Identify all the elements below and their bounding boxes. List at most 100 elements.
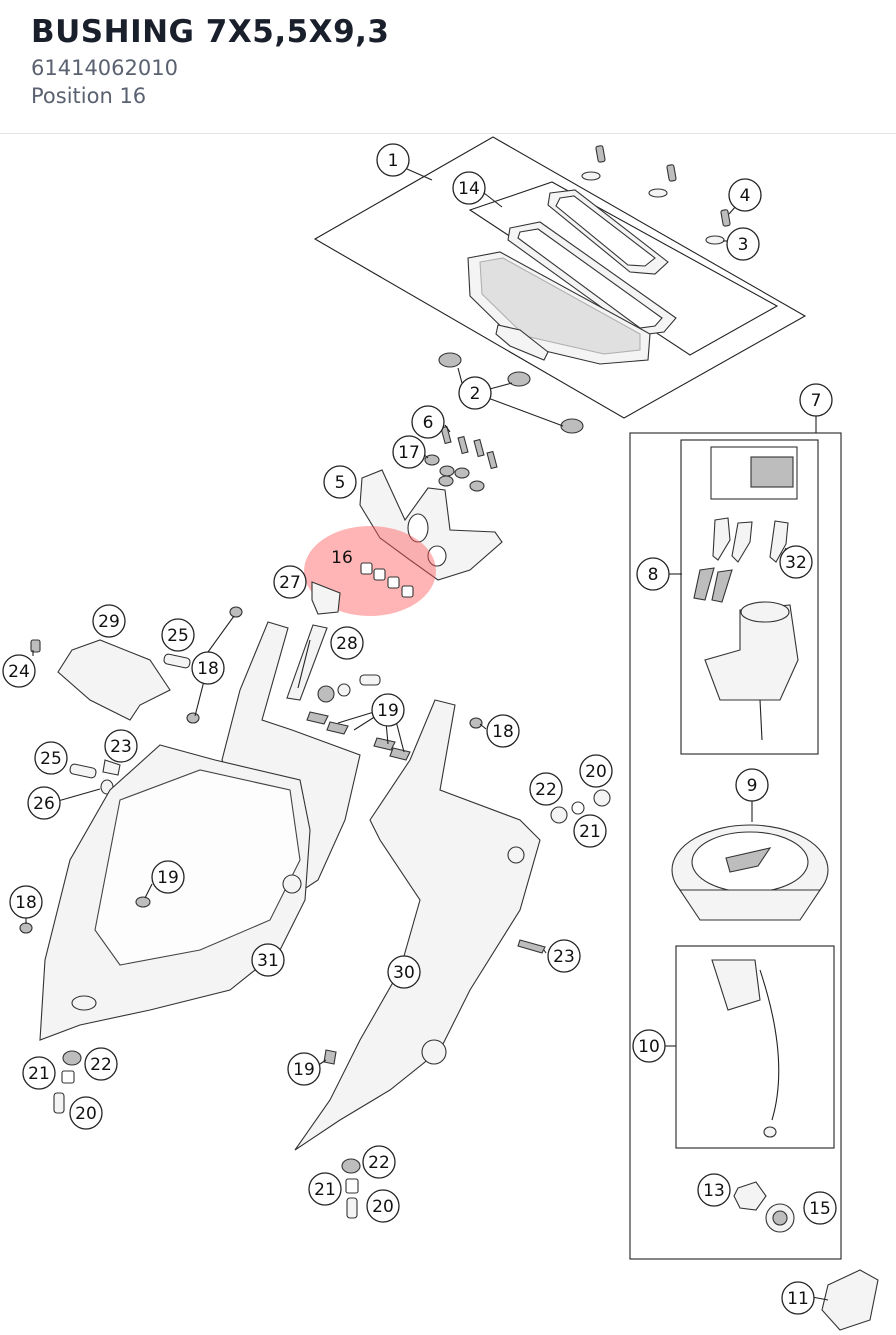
- callout-2[interactable]: 2: [458, 376, 492, 410]
- callout-9[interactable]: 9: [735, 768, 769, 802]
- callout-11[interactable]: 11: [781, 1281, 815, 1315]
- callout-label: 6: [423, 413, 434, 433]
- callout-25[interactable]: 25: [161, 618, 195, 652]
- callout-31[interactable]: 31: [251, 943, 285, 977]
- assembly-box-1: [313, 136, 807, 419]
- callout-24[interactable]: 24: [2, 654, 36, 688]
- callout-23[interactable]: 23: [104, 729, 138, 763]
- callout-30[interactable]: 30: [387, 955, 421, 989]
- callout-circle: [781, 1281, 815, 1315]
- callout-label: 13: [703, 1181, 725, 1201]
- callout-1[interactable]: 1: [376, 143, 410, 177]
- callout-circle: [486, 714, 520, 748]
- callout-circle: [2, 654, 36, 688]
- callout-circle: [22, 1056, 56, 1090]
- callout-3[interactable]: 3: [726, 227, 760, 261]
- callout-circle: [392, 435, 426, 469]
- callout-label: 32: [785, 553, 807, 573]
- callout-label: 20: [372, 1197, 394, 1217]
- part-11: [821, 1269, 879, 1331]
- callout-label: 28: [336, 634, 358, 654]
- callout-label: 8: [648, 565, 659, 585]
- part-title: BUSHING 7X5,5X9,3: [31, 14, 390, 50]
- callout-circle: [92, 604, 126, 638]
- callout-18[interactable]: 18: [9, 885, 43, 919]
- callout-21[interactable]: 21: [22, 1056, 56, 1090]
- callout-5[interactable]: 5: [323, 465, 357, 499]
- callout-15[interactable]: 15: [803, 1191, 837, 1225]
- callout-circle: [452, 171, 486, 205]
- callout-8[interactable]: 8: [636, 557, 670, 591]
- callout-23[interactable]: 23: [547, 939, 581, 973]
- callout-label: 14: [458, 179, 480, 199]
- callout-19[interactable]: 19: [371, 693, 405, 727]
- side-cover-30: [294, 699, 546, 1151]
- callout-circle: [728, 178, 762, 212]
- bracket-5: [359, 425, 503, 581]
- callout-circle: [366, 1189, 400, 1223]
- callout-10[interactable]: 10: [632, 1029, 666, 1063]
- callout-32[interactable]: 32: [779, 545, 813, 579]
- side-cover-31: [39, 744, 311, 1041]
- callout-circle: [287, 1052, 321, 1086]
- callout-16[interactable]: 16: [326, 541, 358, 573]
- callout-18[interactable]: 18: [191, 651, 225, 685]
- callout-27[interactable]: 27: [273, 565, 307, 599]
- callout-label: 9: [747, 776, 758, 796]
- callout-circle: [371, 693, 405, 727]
- callout-29[interactable]: 29: [92, 604, 126, 638]
- callout-19[interactable]: 19: [151, 860, 185, 894]
- callout-28[interactable]: 28: [330, 626, 364, 660]
- callout-label: 16: [331, 548, 353, 568]
- callout-circle: [330, 626, 364, 660]
- callout-19[interactable]: 19: [287, 1052, 321, 1086]
- callout-circle: [458, 376, 492, 410]
- callout-20[interactable]: 20: [69, 1096, 103, 1130]
- callout-21[interactable]: 21: [308, 1172, 342, 1206]
- callout-circle: [376, 143, 410, 177]
- callout-label: 30: [393, 963, 415, 983]
- callout-25[interactable]: 25: [34, 741, 68, 775]
- callout-6[interactable]: 6: [411, 405, 445, 439]
- callout-label: 5: [335, 473, 346, 493]
- part-number: 61414062010: [31, 56, 178, 80]
- callout-label: 17: [398, 443, 420, 463]
- callout-20[interactable]: 20: [579, 754, 613, 788]
- callout-14[interactable]: 14: [452, 171, 486, 205]
- callout-label: 2: [470, 384, 481, 404]
- callout-18[interactable]: 18: [486, 714, 520, 748]
- callout-22[interactable]: 22: [84, 1047, 118, 1081]
- callout-circle: [632, 1029, 666, 1063]
- callout-circle: [362, 1145, 396, 1179]
- lock-set-box-7: [629, 414, 842, 1260]
- callout-circle: [411, 405, 445, 439]
- callout-13[interactable]: 13: [697, 1173, 731, 1207]
- callout-label: 19: [293, 1060, 315, 1080]
- callout-circle: [636, 557, 670, 591]
- callout-21[interactable]: 21: [573, 814, 607, 848]
- callout-circle: [735, 768, 769, 802]
- callout-label: 18: [197, 659, 219, 679]
- exploded-parts-diagram: 1144327617516278322925282418191823252620…: [2, 136, 879, 1331]
- callout-label: 20: [75, 1104, 97, 1124]
- callout-circle: [251, 943, 285, 977]
- callout-7[interactable]: 7: [799, 383, 833, 417]
- callout-label: 23: [110, 737, 132, 757]
- callout-circle: [323, 465, 357, 499]
- callout-label: 1: [388, 151, 399, 171]
- callout-circle: [573, 814, 607, 848]
- callout-4[interactable]: 4: [728, 178, 762, 212]
- callout-label: 22: [368, 1153, 390, 1173]
- callout-20[interactable]: 20: [366, 1189, 400, 1223]
- callout-17[interactable]: 17: [392, 435, 426, 469]
- callout-circle: [191, 651, 225, 685]
- callout-circle: [161, 618, 195, 652]
- callout-26[interactable]: 26: [27, 786, 61, 820]
- callout-22[interactable]: 22: [529, 772, 563, 806]
- callout-22[interactable]: 22: [362, 1145, 396, 1179]
- callout-circle: [9, 885, 43, 919]
- callout-label: 3: [738, 235, 749, 255]
- callout-label: 21: [28, 1064, 50, 1084]
- callout-circle: [799, 383, 833, 417]
- callout-label: 31: [257, 951, 279, 971]
